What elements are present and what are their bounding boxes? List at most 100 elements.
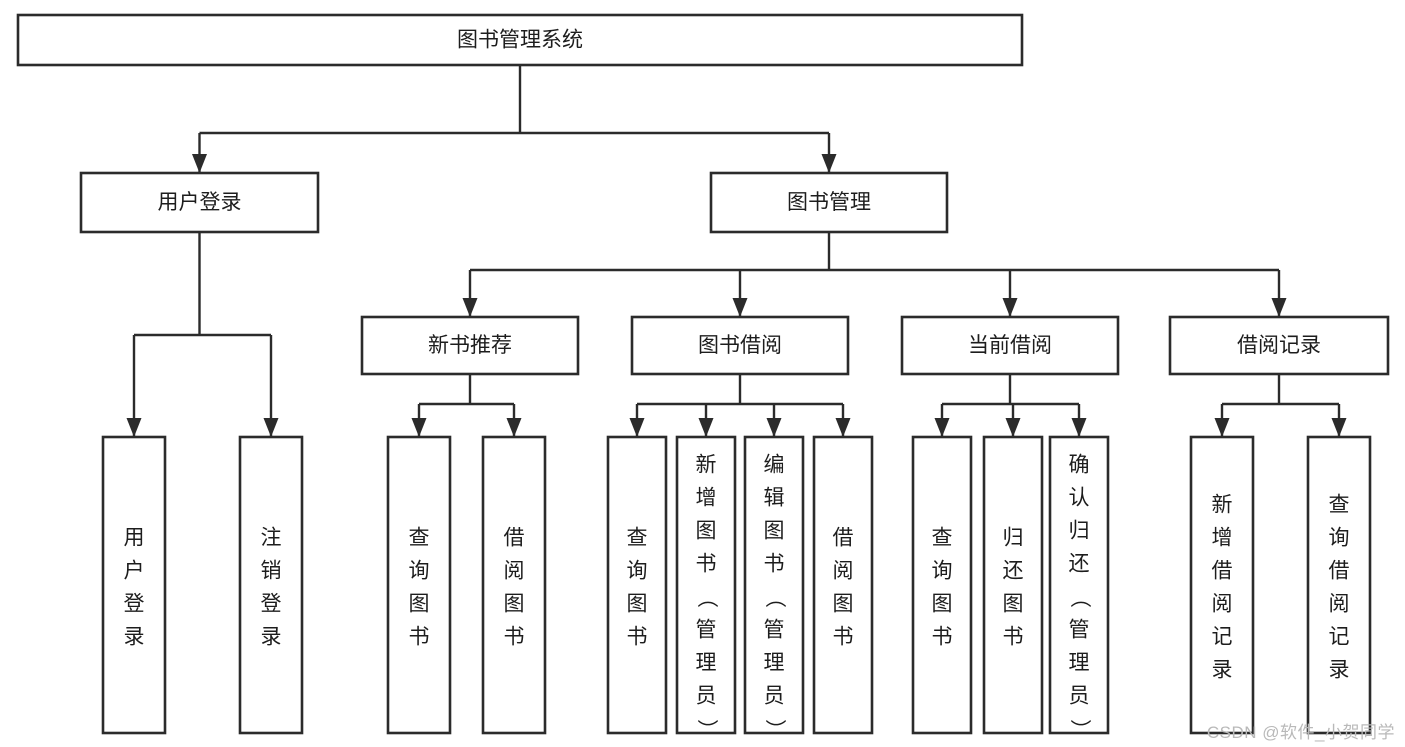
svg-text:增: 增 (696, 486, 717, 509)
connector-lines-group (126, 65, 1347, 437)
arrow-head-icon (698, 418, 714, 437)
node-box-leaf-borrow-book-rec[interactable] (481, 435, 547, 735)
arrow-head-icon (934, 418, 950, 437)
node-box-leaf-query-record[interactable] (1306, 435, 1372, 735)
node-box-leaf-add-book[interactable] (675, 435, 737, 735)
node-box-user-login[interactable] (79, 171, 320, 234)
svg-text:户: 户 (124, 560, 145, 583)
svg-text:辑: 辑 (764, 486, 785, 509)
node-box-leaf-user-login[interactable] (101, 435, 167, 735)
svg-text:确: 确 (1069, 453, 1090, 476)
svg-text:录: 录 (124, 626, 145, 649)
svg-text:查: 查 (1329, 494, 1350, 517)
svg-text:阅: 阅 (504, 560, 525, 583)
node-box-leaf-query-book-cur[interactable] (911, 435, 973, 735)
node-box-current-borrow[interactable] (900, 315, 1120, 376)
svg-text:新: 新 (696, 453, 717, 476)
csdn-watermark: CSDN @软件_小贺同学 (1206, 723, 1395, 742)
node-label-root: 图书管理系统 (457, 29, 583, 52)
arrow-head-icon (629, 418, 645, 437)
svg-text:图: 图 (1003, 593, 1024, 616)
node-box-leaf-borrow-book[interactable] (812, 435, 874, 735)
svg-text:（: （ (763, 587, 786, 608)
node-box-leaf-query-book-rec[interactable] (386, 435, 452, 735)
svg-text:图: 图 (504, 593, 525, 616)
svg-text:新: 新 (1212, 494, 1233, 517)
node-box-leaf-logout[interactable] (238, 435, 304, 735)
svg-text:书: 书 (696, 552, 717, 575)
svg-text:员: 员 (696, 684, 717, 707)
svg-text:管: 管 (1069, 618, 1090, 641)
svg-text:图: 图 (932, 593, 953, 616)
node-box-book-manage[interactable] (709, 171, 949, 234)
svg-text:还: 还 (1003, 560, 1024, 583)
arrow-head-icon (766, 418, 782, 437)
node-label-current-borrow: 当前借阅 (968, 334, 1052, 357)
node-box-leaf-confirm-return[interactable] (1048, 435, 1110, 735)
svg-text:借: 借 (833, 527, 854, 550)
node-label-borrow-record: 借阅记录 (1237, 334, 1321, 357)
node-box-book-borrow[interactable] (630, 315, 850, 376)
node-box-leaf-return-book[interactable] (982, 435, 1044, 735)
node-label-book-manage: 图书管理 (787, 191, 871, 214)
svg-text:（: （ (1068, 587, 1091, 608)
svg-text:（: （ (695, 587, 718, 608)
arrow-head-icon (263, 418, 279, 437)
node-label-leaf-user-login: 用户登录 (124, 527, 145, 649)
svg-text:记: 记 (1329, 626, 1350, 649)
svg-text:询: 询 (932, 560, 953, 583)
svg-text:编: 编 (764, 453, 785, 476)
svg-text:书: 书 (833, 626, 854, 649)
svg-text:理: 理 (1069, 651, 1090, 674)
svg-text:记: 记 (1212, 626, 1233, 649)
svg-text:）: ） (763, 719, 786, 740)
svg-text:用: 用 (124, 527, 145, 550)
arrow-head-icon (126, 418, 142, 437)
svg-text:归: 归 (1003, 527, 1024, 550)
svg-text:归: 归 (1069, 519, 1090, 542)
node-boxes-group (16, 13, 1390, 735)
svg-text:录: 录 (1212, 659, 1233, 682)
node-label-new-book-rec: 新书推荐 (428, 334, 512, 357)
svg-text:图: 图 (696, 519, 717, 542)
node-box-leaf-query-book-borrow[interactable] (606, 435, 668, 735)
arrow-head-icon (1071, 418, 1087, 437)
svg-text:借: 借 (504, 527, 525, 550)
arrow-head-icon (1331, 418, 1347, 437)
svg-text:查: 查 (409, 527, 430, 550)
svg-text:书: 书 (932, 626, 953, 649)
svg-text:图: 图 (764, 519, 785, 542)
svg-text:录: 录 (261, 626, 282, 649)
arrow-head-icon (732, 298, 748, 317)
node-label-book-borrow: 图书借阅 (698, 334, 782, 357)
svg-text:书: 书 (504, 626, 525, 649)
svg-text:借: 借 (1329, 560, 1350, 583)
svg-text:登: 登 (261, 593, 282, 616)
svg-text:认: 认 (1069, 486, 1090, 509)
svg-text:查: 查 (627, 527, 648, 550)
arrow-head-icon (1002, 298, 1018, 317)
svg-text:管: 管 (696, 618, 717, 641)
arrow-head-icon (1214, 418, 1230, 437)
node-box-leaf-add-record[interactable] (1189, 435, 1255, 735)
svg-text:登: 登 (124, 593, 145, 616)
node-box-new-book-rec[interactable] (360, 315, 580, 376)
node-box-leaf-edit-book[interactable] (743, 435, 805, 735)
node-box-borrow-record[interactable] (1168, 315, 1390, 376)
svg-text:阅: 阅 (1329, 593, 1350, 616)
node-box-root[interactable] (16, 13, 1024, 67)
svg-text:书: 书 (764, 552, 785, 575)
arrow-head-icon (506, 418, 522, 437)
arrow-head-icon (835, 418, 851, 437)
